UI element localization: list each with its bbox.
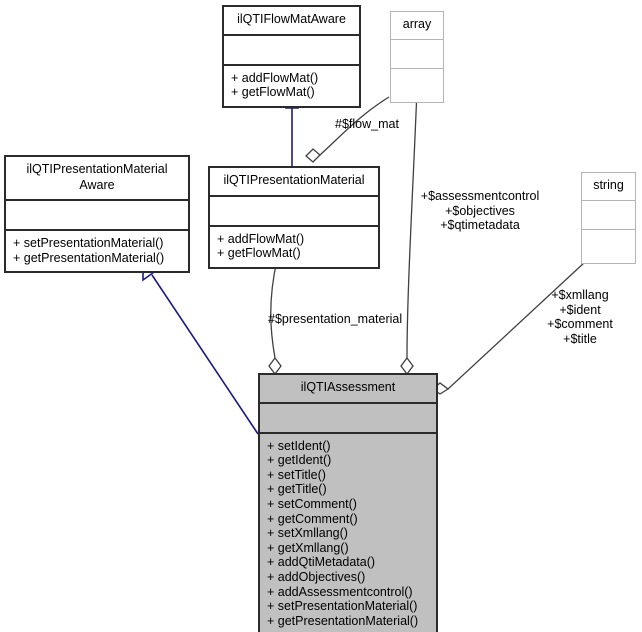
class-operation: + addObjectives() [267, 569, 366, 584]
class-divider [391, 67, 443, 69]
class-divider [582, 199, 635, 201]
class-operation: + addFlowMat() [217, 231, 305, 246]
class-divider [391, 38, 443, 40]
class-operation: + addFlowMat() [231, 70, 319, 85]
class-operation: + setPresentationMaterial() [267, 599, 418, 614]
class-attributes-ilqtipresentationmaterialaware [6, 201, 188, 229]
edge-label-presentation-material: #$presentation_material [268, 312, 403, 326]
class-name-ilqtiflowmataware: ilQTIFlowMatAware [237, 12, 346, 26]
class-box-array[interactable]: array [390, 11, 444, 103]
class-divider [224, 33, 359, 36]
class-operation: + setComment() [267, 497, 357, 511]
class-operation: + getFlowMat() [217, 246, 301, 261]
class-operation: + getXmllang() [267, 540, 349, 555]
class-operations-ilqtiassessment: + setIdent() + getIdent() + setTitle() +… [260, 434, 436, 632]
class-box-ilqtipresentationmaterial[interactable]: ilQTIPresentationMaterial + addFlowMat()… [208, 166, 380, 269]
class-operations-ilqtipresentationmaterialaware: + setPresentationMaterial() + getPresent… [6, 231, 188, 271]
class-operation: + setXmllang() [267, 526, 348, 541]
class-operation: + getComment() [267, 511, 358, 526]
class-operation: + getFlowMat() [231, 85, 315, 100]
class-divider [210, 224, 378, 227]
class-divider [224, 63, 359, 66]
class-operation: + setPresentationMaterial() [13, 236, 164, 251]
class-operation: + setTitle() [267, 467, 326, 482]
class-attributes-ilqtiassessment [260, 404, 436, 432]
class-divider [6, 199, 188, 202]
class-attributes-string [582, 201, 635, 229]
class-divider [6, 229, 188, 232]
class-attributes-ilqtiflowmataware [224, 36, 359, 64]
class-name-ilqtiassessment: ilQTIAssessment [300, 380, 396, 394]
class-box-ilqtiassessment[interactable]: ilQTIAssessment + setIdent() + getIdent(… [258, 373, 438, 632]
class-box-ilqtiflowmataware[interactable]: ilQTIFlowMatAware + addFlowMat() + getFl… [222, 5, 361, 108]
class-box-ilqtipresentationmaterialaware[interactable]: ilQTIPresentationMaterial Aware + setPre… [4, 155, 190, 274]
class-name-string: string [593, 178, 624, 192]
class-divider [210, 194, 378, 197]
class-operations-array [391, 69, 443, 102]
class-operation: + getIdent() [267, 453, 332, 468]
edge-label-assessment-array-members: +$assessmentcontrol +$objectives +$qtime… [420, 189, 540, 233]
class-operation: + getTitle() [267, 482, 327, 497]
class-attributes-ilqtipresentationmaterial [210, 197, 378, 225]
edge-label-string-members: +$xmllang +$ident +$comment +$title [547, 288, 613, 346]
class-operations-string [582, 230, 635, 263]
class-operation: + getPresentationMaterial() [267, 613, 419, 628]
edge-inherit-presmat-aware [142, 260, 259, 435]
class-divider [260, 431, 436, 434]
class-divider [260, 401, 436, 404]
edge-label-flow-mat: #$flow_mat [335, 117, 399, 131]
class-divider [582, 228, 635, 230]
class-name-array: array [402, 17, 432, 31]
class-operation: + setIdent() [267, 438, 331, 453]
class-name-ilqtipresentationmaterial: ilQTIPresentationMaterial [223, 173, 365, 187]
class-box-string[interactable]: string [581, 172, 636, 264]
edge-assessment-array-members [400, 89, 418, 376]
class-operation: + addAssessmentcontrol() [267, 584, 413, 599]
class-operations-ilqtiflowmataware: + addFlowMat() + getFlowMat() [224, 66, 359, 106]
class-operation: + addQtiMetadata() [267, 555, 376, 570]
class-operations-ilqtipresentationmaterial: + addFlowMat() + getFlowMat() [210, 227, 378, 267]
class-attributes-array [391, 40, 443, 68]
class-operation: + getPresentationMaterial() [13, 250, 165, 265]
class-name-ilqtipresentationmaterialaware: ilQTIPresentationMaterial Aware [26, 162, 168, 192]
